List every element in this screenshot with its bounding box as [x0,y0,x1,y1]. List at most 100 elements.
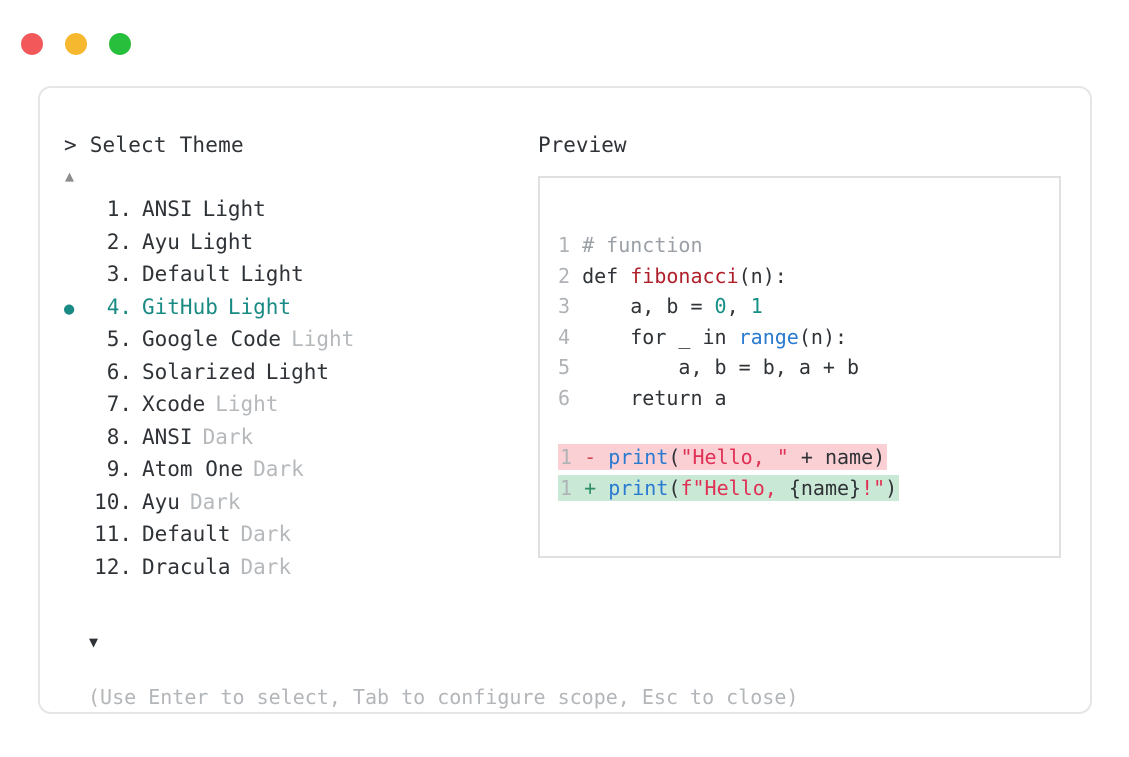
prompt-line: > Select Theme [64,132,534,158]
theme-item-name: Xcode [142,392,206,416]
code-token-number: 1 [750,294,763,318]
theme-list-item[interactable]: ● 1. ANSI Light [64,194,534,227]
diff-token-punct: ( [668,445,681,469]
theme-item-index: 7. [106,392,132,416]
theme-list: ●1.ANSILight●2.AyuLight●3.DefaultLight●4… [64,194,534,584]
code-line-number: 2 [558,263,583,288]
theme-list-item[interactable]: ●11. Default Dark [64,519,534,552]
theme-item-index: 9. [106,457,132,481]
diff-token-string: !" [861,475,886,500]
theme-item-name: Atom One [142,457,244,481]
code-token-func: fibonacci [630,263,739,288]
theme-item-variant: Dark [202,424,254,449]
code-token-plain: a, b = [582,294,715,318]
diff-token-string: f"Hello, [680,475,789,500]
diff-token-punct: {name} [788,475,862,500]
code-line-number: 1 [558,233,583,257]
theme-item-variant: Light [227,294,292,319]
selected-bullet-icon: ● [64,359,90,390]
window-maximize-button[interactable] [109,33,131,55]
selected-bullet-icon: ● [64,554,90,585]
theme-list-item[interactable]: ● 9. Atom One Dark [64,454,534,487]
diff-marker-insert: + [584,475,609,500]
theme-item-name: ANSI [142,197,193,221]
selected-bullet-icon: ● [64,424,90,455]
selected-bullet-icon: ● [64,229,90,260]
code-token-plain: for _ in [582,324,739,349]
theme-item-variant: Dark [240,554,292,579]
diff-token-print: print [608,475,669,500]
window-traffic-lights [21,33,131,55]
window-close-button[interactable] [21,33,43,55]
theme-list-item[interactable]: ● 5. Google Code Light [64,324,534,357]
code-line: 3 a, b = 0, 1 [558,291,1051,322]
theme-list-item[interactable]: ● 7. Xcode Light [64,389,534,422]
theme-item-variant: Dark [240,522,292,546]
theme-item-name: Ayu [142,489,180,514]
theme-item-name: Solarized [142,359,256,384]
diff-line-insert: 1 + print(f"Hello, {name}!") [558,473,1051,504]
theme-item-name: Default [142,522,231,546]
theme-item-index: 1. [106,197,132,221]
theme-item-variant: Dark [253,457,304,481]
diff-line-body: 1 - print("Hello, " + name) [558,444,888,470]
theme-picker-body: > Select Theme ▲ ●1.ANSILight●2.AyuLight… [40,88,1090,712]
selected-bullet-icon: ● [64,261,90,292]
theme-item-variant: Light [291,327,355,351]
code-line: 4 for _ in range(n): [558,322,1051,353]
diff-token-punct: ) [885,475,898,500]
theme-item-name: Ayu [142,229,180,254]
theme-item-name: Dracula [142,554,231,579]
selected-bullet-icon: ● [64,298,75,319]
code-line-number: 5 [558,355,583,379]
code-line: 6 return a [558,383,1051,414]
theme-item-variant: Light [202,197,266,221]
diff-line-number: 1 [560,445,585,469]
theme-item-variant: Light [189,229,254,254]
prompt-spacer [77,133,90,157]
theme-item-variant: Light [265,359,330,384]
code-token-plain: return a [582,385,727,410]
code-line: 2 def fibonacci(n): [558,261,1051,292]
preview-label: Preview [538,133,627,157]
theme-item-index: 11. [94,522,132,546]
diff-block: 1 - print("Hello, " + name)1 + print(f"H… [558,442,1051,503]
code-line-number: 3 [558,294,583,318]
selected-bullet-icon: ● [64,196,90,227]
theme-item-name: GitHub [142,294,218,319]
diff-token-string: "Hello, " [680,445,789,469]
scroll-down-arrow-icon[interactable]: ▼ [89,633,99,651]
prompt-caret-icon: > [64,133,77,157]
theme-list-column: > Select Theme ▲ ●1.ANSILight●2.AyuLight… [64,132,798,709]
theme-item-variant: Light [215,392,279,416]
selected-bullet-icon: ● [64,521,90,552]
code-token-plain: (n): [738,263,787,288]
theme-picker-card: > Select Theme ▲ ●1.ANSILight●2.AyuLight… [38,86,1092,714]
diff-token-print: print [608,445,669,469]
theme-item-name: Google Code [142,327,282,351]
scroll-up-arrow-icon[interactable]: ▲ [65,167,75,185]
selected-bullet-icon: ● [64,326,90,357]
help-text: (Use Enter to select, Tab to configure s… [88,685,799,709]
theme-list-item[interactable]: ● 2. Ayu Light [64,227,534,260]
selected-bullet-icon: ● [64,391,90,422]
theme-item-index: 4. [106,294,132,319]
theme-item-index: 2. [106,229,132,254]
code-line-number: 6 [558,385,583,410]
window-minimize-button[interactable] [65,33,87,55]
selected-bullet-icon: ● [64,456,90,487]
theme-item-index: 5. [106,327,132,351]
diff-marker-remove: - [584,445,609,469]
code-token-builtin: range [738,324,799,349]
code-line-number: 4 [558,324,583,349]
code-line: 5 a, b = b, a + b [558,352,1051,383]
diff-line-number: 1 [560,475,585,500]
theme-list-item[interactable]: ● 4. GitHub Light [64,292,534,325]
